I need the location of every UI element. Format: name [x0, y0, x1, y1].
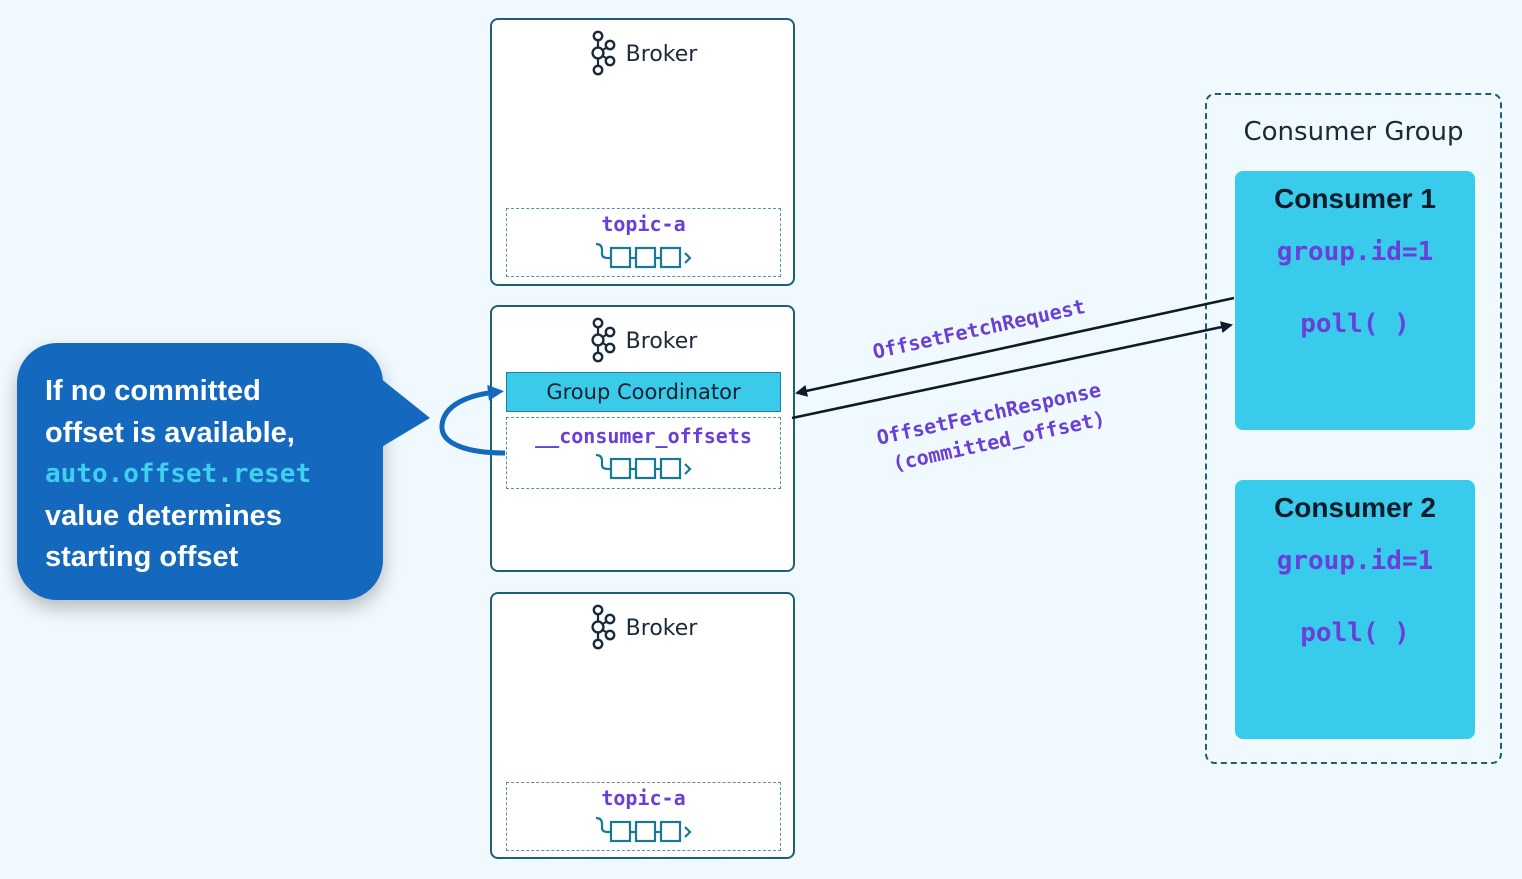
broker-1-label: Broker [625, 41, 698, 67]
callout-line-4: starting offset [45, 541, 239, 573]
consumer-1-group-id: group.id=1 [1276, 237, 1434, 267]
broker-3: Broker topic-a [490, 592, 795, 859]
consumer-group-title: Consumer Group [1243, 117, 1464, 147]
consumer-1-name: Consumer 1 [1274, 183, 1436, 214]
callout-text: If no committed offset is available, aut… [45, 371, 375, 579]
callout-line-1: If no committed [45, 375, 261, 407]
group-coordinator: Group Coordinator [506, 372, 781, 412]
consumer-2-group-id: group.id=1 [1276, 546, 1434, 576]
consumer-1: Consumer 1 group.id=1 poll( ) [1235, 171, 1475, 430]
broker-3-topic-box: topic-a [506, 782, 781, 851]
consumer-offsets-label: __consumer_offsets [535, 424, 752, 448]
loop-back-arrow [439, 384, 506, 456]
callout-code: auto.offset.reset [45, 459, 312, 489]
broker-3-topic-label: topic-a [601, 786, 686, 810]
broker-2-title: Broker [492, 317, 793, 363]
callout-line-3: value determines [45, 499, 282, 532]
consumer-group: Consumer Group Consumer 1 group.id=1 pol… [1205, 93, 1502, 764]
broker-3-title: Broker [492, 604, 793, 650]
broker-1-title: Broker [492, 30, 793, 76]
consumer-offsets-topic-box: __consumer_offsets [506, 417, 781, 489]
consumer-2-name: Consumer 2 [1274, 492, 1436, 523]
broker-3-label: Broker [625, 615, 698, 641]
consumer-2-poll: poll( ) [1300, 618, 1410, 648]
offset-fetch-request-arrow [795, 296, 1235, 397]
consumer-2: Consumer 2 group.id=1 poll( ) [1235, 480, 1475, 739]
broker-1: Broker topic-a [490, 18, 795, 286]
broker-1-topic-label: topic-a [601, 212, 686, 236]
broker-2-label: Broker [625, 328, 698, 354]
offset-fetch-response-arrow [791, 321, 1233, 420]
broker-2: Broker Group Coordinator __consumer_offs… [490, 305, 795, 572]
callout-pointer [380, 378, 430, 448]
callout-bubble: If no committed offset is available, aut… [17, 343, 383, 600]
callout-line-2: offset is available, [45, 416, 295, 449]
broker-1-topic-box: topic-a [506, 208, 781, 277]
consumer-1-poll: poll( ) [1300, 309, 1410, 339]
